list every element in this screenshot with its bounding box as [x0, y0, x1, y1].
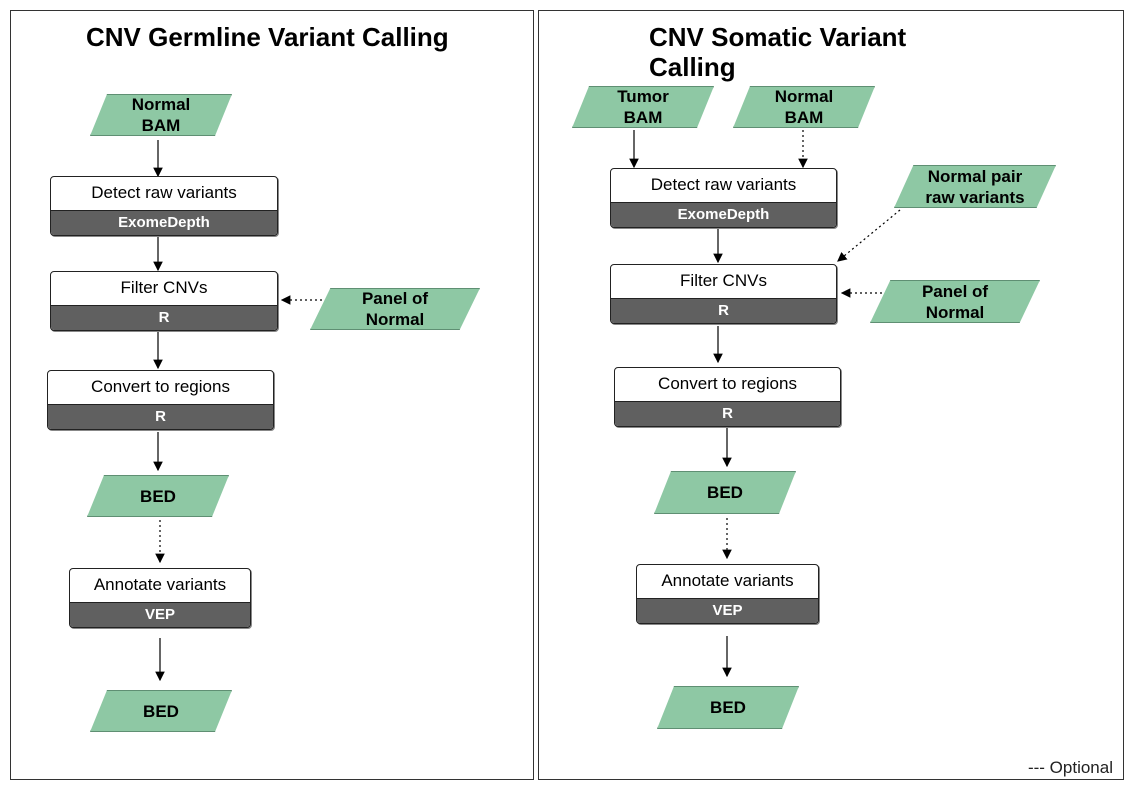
somatic-convert-step: Convert to regions R [614, 367, 841, 427]
somatic-detect-tool: ExomeDepth [611, 202, 836, 227]
germline-filter-label: Filter CNVs [120, 278, 208, 297]
somatic-bed-2: BED [657, 686, 799, 729]
somatic-input-tumor-bam: Tumor BAM [572, 86, 714, 128]
germline-detect-tool: ExomeDepth [51, 210, 277, 235]
somatic-annotate-tool: VEP [637, 598, 818, 623]
germline-panel-of-normal: Panel of Normal [310, 288, 480, 330]
somatic-bed-1: BED [654, 471, 796, 514]
germline-convert-tool: R [48, 404, 273, 429]
germline-input-normal-bam: Normal BAM [90, 94, 232, 136]
germline-bed-1: BED [87, 475, 229, 517]
germline-annotate-label: Annotate variants [93, 575, 227, 594]
somatic-title: CNV Somatic Variant Calling [649, 22, 907, 82]
germline-convert-step: Convert to regions R [47, 370, 274, 430]
legend-optional: --- Optional [1027, 758, 1113, 777]
germline-convert-label: Convert to regions [91, 377, 230, 396]
germline-annotate-step: Annotate variants VEP [69, 568, 251, 628]
germline-bed-2: BED [90, 690, 232, 732]
somatic-annotate-label: Annotate variants [661, 571, 794, 590]
germline-annotate-tool: VEP [70, 602, 250, 627]
somatic-convert-tool: R [615, 401, 840, 426]
somatic-filter-tool: R [611, 298, 836, 323]
germline-detect-label: Detect raw variants [91, 183, 237, 202]
somatic-normal-pair-raw-variants: Normal pair raw variants [894, 165, 1056, 208]
germline-filter-tool: R [51, 305, 277, 330]
somatic-convert-label: Convert to regions [658, 374, 797, 393]
somatic-annotate-step: Annotate variants VEP [636, 564, 819, 624]
somatic-input-normal-bam: Normal BAM [733, 86, 875, 128]
somatic-filter-label: Filter CNVs [680, 271, 767, 290]
germline-detect-step: Detect raw variants ExomeDepth [50, 176, 278, 236]
germline-filter-step: Filter CNVs R [50, 271, 278, 331]
somatic-detect-step: Detect raw variants ExomeDepth [610, 168, 837, 228]
somatic-detect-label: Detect raw variants [650, 175, 797, 194]
somatic-filter-step: Filter CNVs R [610, 264, 837, 324]
germline-title: CNV Germline Variant Calling [86, 22, 449, 52]
somatic-panel-of-normal: Panel of Normal [870, 280, 1040, 323]
